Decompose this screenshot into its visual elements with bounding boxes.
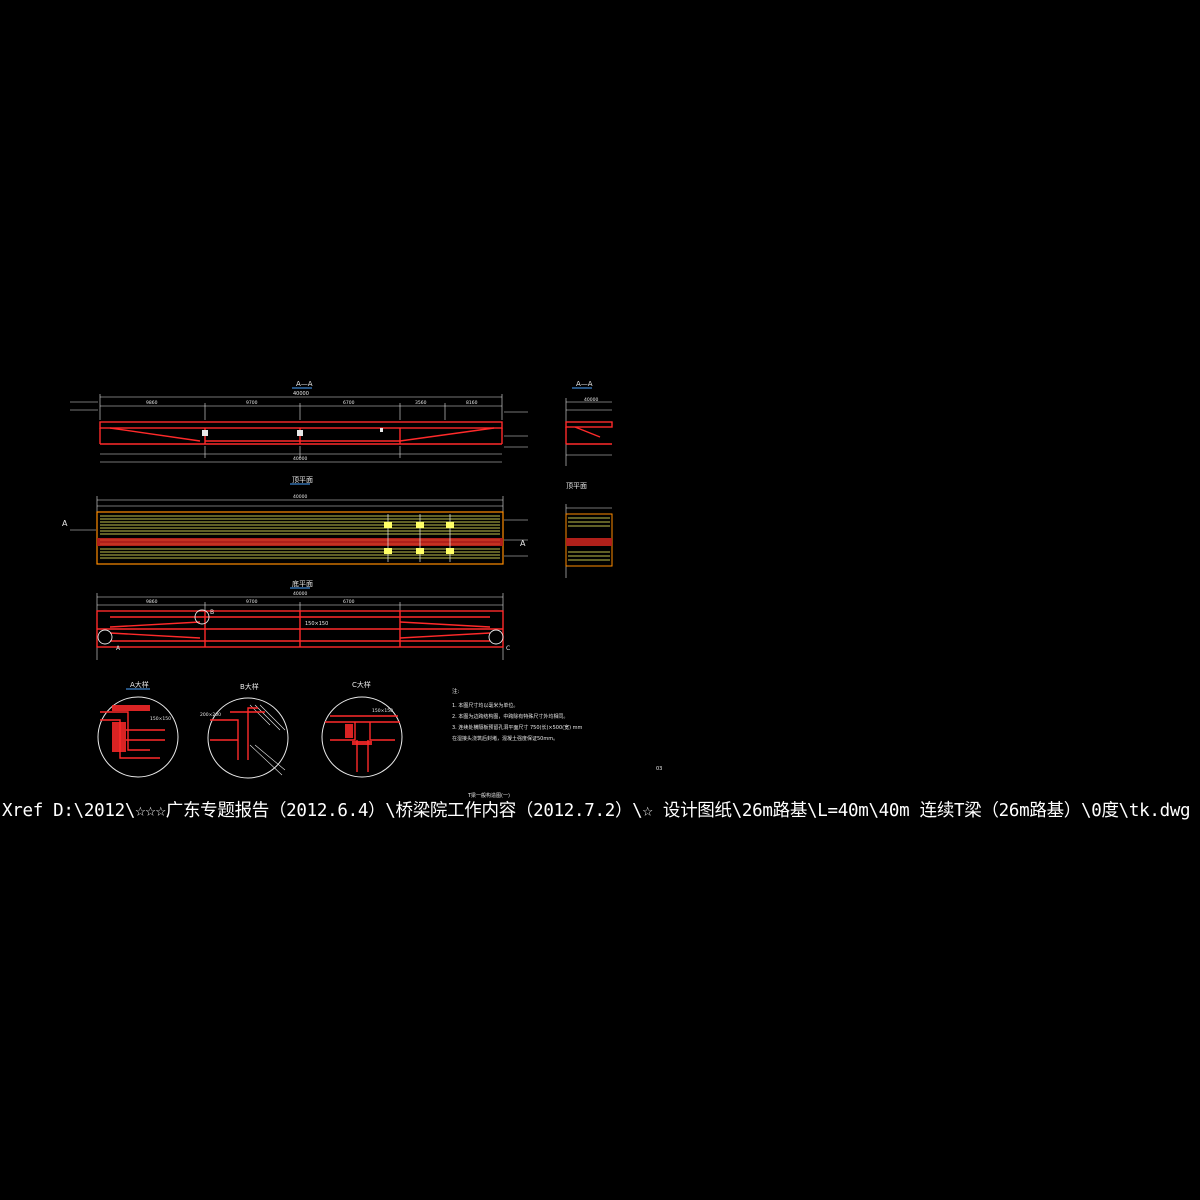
callout-c-label: C: [506, 645, 510, 652]
note-3: 3. 连续处横隔板预留孔洞平面尺寸 750(长)×500(宽) mm: [452, 724, 582, 731]
detail-c: C大样 150×150: [321, 680, 403, 778]
title-block: T梁一般构造图(一) 03: [467, 766, 662, 799]
callout-a-label: A: [116, 645, 121, 652]
note-1: 1. 本图尺寸均以毫米为单位。: [452, 702, 518, 709]
notes-heading: 注:: [452, 687, 460, 695]
detail-c-size: 150×150: [372, 708, 393, 714]
side-total: 40000: [584, 397, 598, 403]
section-aa-side-title: A—A: [576, 380, 593, 388]
dim-seg-5: 8160: [466, 400, 478, 406]
detail-a: A大样 150×150: [97, 680, 179, 778]
dim-total-bottom: 40000: [293, 456, 307, 462]
notes-block: 注: 1. 本图尺寸均以毫米为单位。 2. 本图为边跨结构图，中跨除有特殊尺寸外…: [452, 687, 582, 742]
note-4: 在湿接头浇筑后封堵，混凝土强度保证50mm。: [452, 735, 558, 742]
bottom-dim-seg-3: 6700: [343, 599, 355, 605]
dim-seg-1: 9860: [146, 400, 158, 406]
section-aa-title: A—A: [296, 380, 313, 388]
sheet-number: 03: [656, 766, 662, 772]
dim-seg-4: 3560: [415, 400, 427, 406]
detail-c-title: C大样: [352, 680, 371, 689]
detail-b-size: 200×200: [200, 712, 221, 718]
top-plan-section-mark-right: A: [520, 539, 526, 548]
section-aa-elevation: A—A 40000 9860 9700 6700 3560 8160: [70, 380, 528, 463]
drawing-caption: T梁一般构造图(一): [467, 792, 510, 799]
detail-b: B大样 200×200: [200, 682, 289, 779]
detail-b-title: B大样: [240, 682, 259, 691]
note-2: 2. 本图为边跨结构图，中跨除有特殊尺寸外均相同。: [452, 713, 568, 720]
xref-path-label: Xref D:\2012\☆☆☆广东专题报告（2012.6.4）\桥梁院工作内容…: [2, 801, 1191, 821]
bottom-plan-size-note: 150×150: [305, 621, 328, 627]
bottom-plan: 底平面 40000 9860 9700 6700: [96, 579, 510, 660]
top-plan-side-title: 顶平面: [566, 482, 587, 490]
dim-total-top: 40000: [293, 391, 309, 397]
top-plan: 顶平面 40000: [62, 476, 528, 565]
top-plan-title: 顶平面: [292, 476, 313, 484]
detail-a-title: A大样: [130, 680, 149, 689]
bottom-dim-seg-1: 9860: [146, 599, 158, 605]
bottom-plan-total: 40000: [293, 591, 307, 597]
dim-seg-2: 9700: [246, 400, 258, 406]
top-plan-total: 40000: [293, 494, 307, 500]
dim-seg-3: 6700: [343, 400, 355, 406]
section-aa-side: A—A 40000: [565, 380, 613, 466]
bottom-plan-title: 底平面: [292, 579, 313, 588]
callout-b-label: B: [210, 609, 214, 616]
top-plan-side: 顶平面: [565, 482, 613, 578]
top-plan-section-mark-left: A: [62, 519, 68, 528]
detail-a-size: 150×150: [150, 716, 171, 722]
bottom-dim-seg-2: 9700: [246, 599, 258, 605]
